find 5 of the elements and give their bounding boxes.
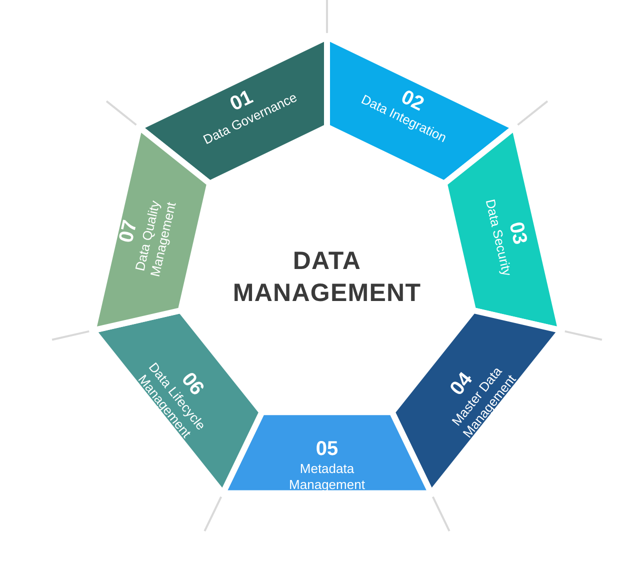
segment-label: Metadata Management [288, 461, 366, 493]
center-title: DATA MANAGEMENT [232, 246, 422, 309]
step-number: 07 [114, 218, 142, 245]
step-number: 03 [504, 220, 532, 247]
step-number: 05 [316, 437, 338, 461]
